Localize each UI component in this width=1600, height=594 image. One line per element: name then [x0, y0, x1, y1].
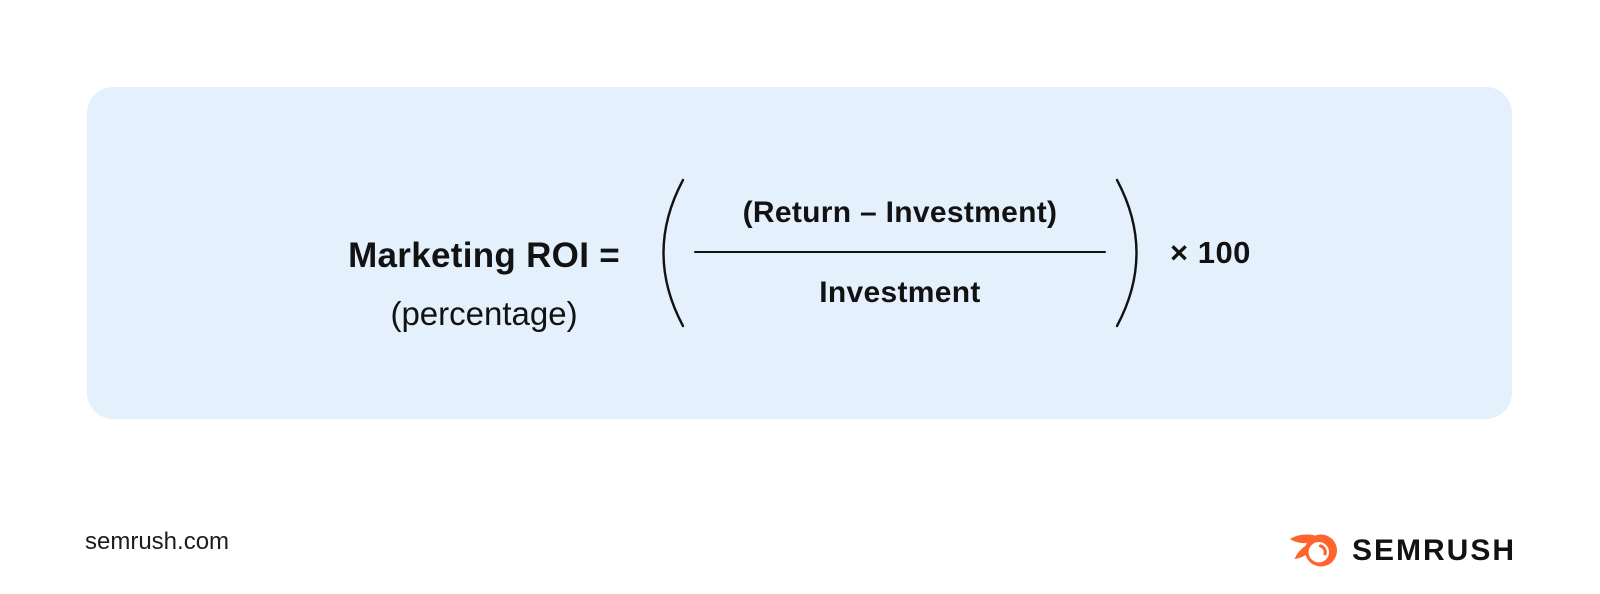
roi-formula: Marketing ROI = (percentage) (Return – I…: [87, 87, 1512, 419]
left-parenthesis-icon: [662, 178, 685, 328]
website-url: semrush.com: [85, 528, 230, 555]
semrush-logo: SEMRUSH: [1289, 533, 1516, 569]
formula-label-block: Marketing ROI = (percentage): [348, 234, 620, 333]
fraction-denominator: Investment: [819, 276, 981, 309]
semrush-flame-icon: [1290, 534, 1337, 567]
right-parenthesis-icon: [1115, 178, 1138, 328]
fraction-bar: [693, 251, 1106, 253]
formula-label-unit: (percentage): [390, 295, 578, 333]
semrush-wordmark: SEMRUSH: [1352, 534, 1517, 567]
formula-label-title: Marketing ROI =: [348, 236, 620, 276]
formula-panel: Marketing ROI = (percentage) (Return – I…: [87, 87, 1512, 419]
fraction-block: (Return – Investment) Investment: [693, 196, 1106, 310]
formula-multiplier: × 100: [1169, 235, 1251, 270]
fraction-numerator: (Return – Investment): [742, 196, 1058, 229]
